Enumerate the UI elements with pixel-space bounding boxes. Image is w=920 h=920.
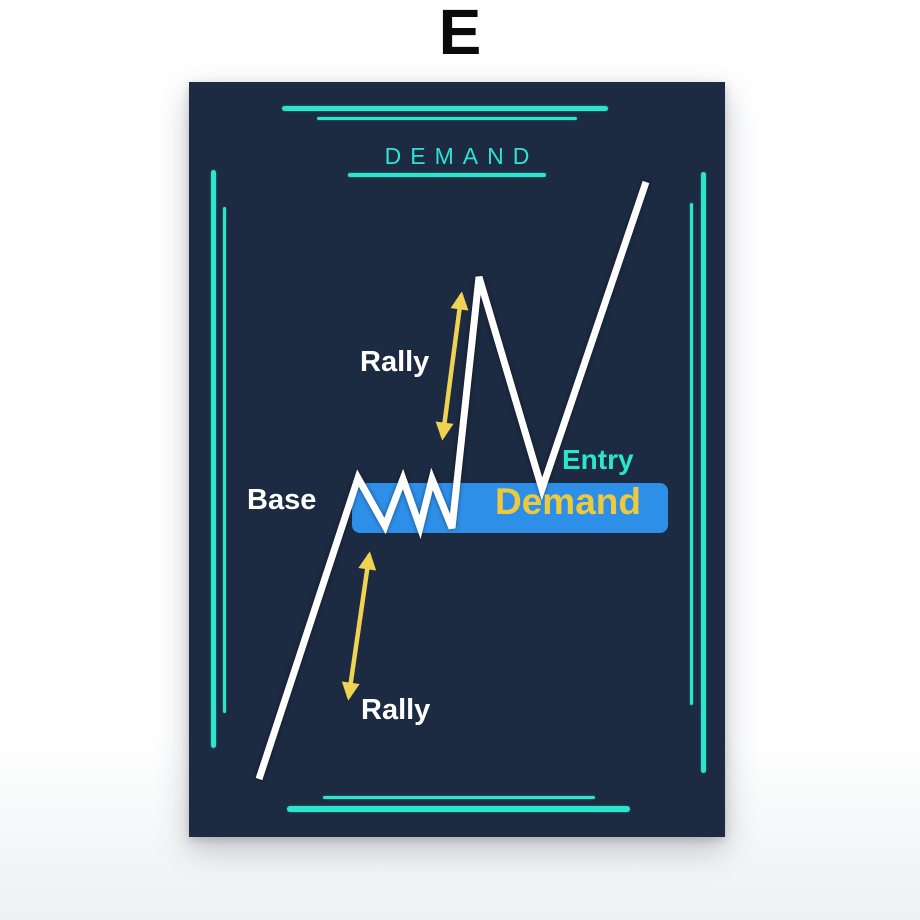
rally-arrow-bottom-icon (341, 551, 377, 701)
variant-letter: E (438, 0, 482, 68)
decor-line-right-thick (701, 172, 706, 773)
label-entry: Entry (562, 444, 634, 475)
poster-title: DEMAND (384, 143, 539, 169)
price-path (255, 180, 650, 781)
poster-canvas: DEMAND Rally Base Entry Demand Rally (189, 82, 725, 837)
label-rally-top: Rally (360, 346, 430, 378)
decor-line-top-outer (282, 106, 608, 111)
rally-arrow-top-icon (435, 291, 469, 441)
title-underline (348, 173, 546, 177)
decor-line-bottom-thick (287, 806, 630, 812)
decor-line-bottom-thin (323, 796, 595, 799)
price-diagram (255, 180, 650, 781)
label-base: Base (247, 484, 317, 516)
decor-line-left-thick (211, 170, 216, 748)
label-rally-bottom: Rally (361, 694, 431, 726)
decor-line-right-thin (690, 203, 693, 705)
decor-line-top-inner (317, 117, 577, 120)
label-demand-zone: Demand (495, 481, 641, 522)
decor-line-left-thin (223, 207, 226, 713)
